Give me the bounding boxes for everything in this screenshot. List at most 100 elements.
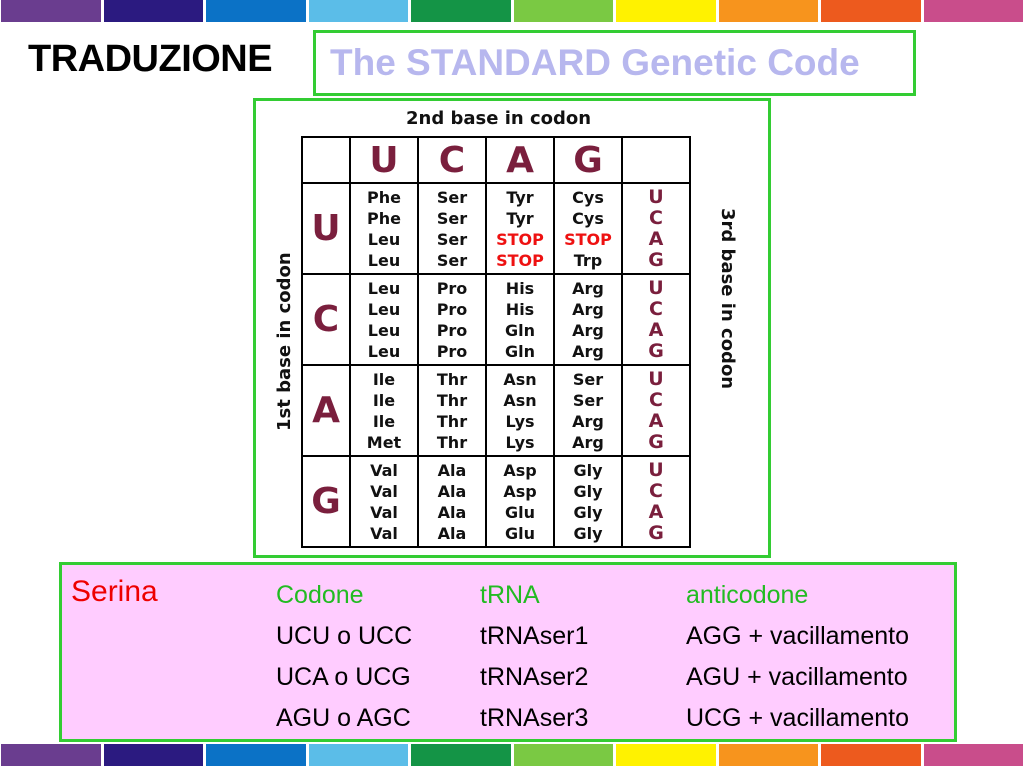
amino-acid-label: Ile	[372, 390, 396, 410]
info-row-1-trna: tRNAser1	[480, 622, 589, 650]
info-row-3-anticodon: UCG + vacillamento	[686, 704, 909, 732]
amino-acid-label: Pro	[436, 299, 468, 319]
third-base-label: A	[648, 227, 664, 250]
third-base-label: A	[648, 318, 664, 341]
amino-acid-label: Glu	[504, 502, 535, 522]
info-row-1-codon: UCU o UCC	[276, 622, 413, 650]
table-corner-cell	[301, 136, 351, 184]
color-stripe-segment	[411, 0, 511, 22]
third-base-label: U	[648, 276, 664, 299]
first-base-label: G	[301, 455, 351, 548]
color-stripe-segment	[513, 744, 613, 766]
amino-acid-label: Ala	[437, 523, 467, 543]
third-base-label: C	[649, 206, 663, 229]
first-base-label: A	[301, 364, 351, 457]
amino-acid-label: Val	[370, 502, 398, 522]
third-base-header-cell	[621, 136, 691, 184]
top-color-stripe	[0, 0, 1024, 22]
amino-acid-label: Glu	[504, 523, 535, 543]
third-base-label: U	[648, 458, 664, 481]
amino-acid-label: Val	[370, 523, 398, 543]
amino-acid-label: Ser	[572, 369, 604, 389]
axis-label-third-base: 3rd base in codon	[717, 208, 738, 390]
amino-acid-label: Arg	[572, 341, 604, 361]
color-stripe-segment	[1, 744, 101, 766]
amino-acid-label: Asn	[503, 390, 537, 410]
info-row-1-anticodon: AGG + vacillamento	[686, 622, 910, 650]
third-base-label: U	[648, 367, 664, 390]
amino-acid-label: Asp	[503, 460, 537, 480]
amino-acid-label: Lys	[505, 411, 535, 431]
color-stripe-segment	[616, 744, 716, 766]
amino-acid-label: Ile	[372, 411, 396, 431]
color-stripe-segment	[103, 744, 203, 766]
second-base-header: G	[553, 136, 623, 184]
third-base-label: G	[648, 521, 664, 544]
amino-acid-label: Arg	[572, 299, 604, 319]
info-row-2-trna: tRNAser2	[480, 663, 589, 691]
amino-acid-label: Leu	[367, 278, 401, 298]
amino-acid-label: Lys	[505, 432, 535, 452]
amino-acid-label: Pro	[436, 278, 468, 298]
serine-info-box: Serina Codone tRNA anticodone UCU o UCC …	[59, 562, 957, 742]
amino-acid-label: His	[505, 299, 535, 319]
color-stripe-segment	[308, 744, 408, 766]
color-stripe-segment	[206, 0, 306, 22]
amino-acid-label: Ser	[436, 208, 468, 228]
first-base-label: U	[301, 182, 351, 275]
stop-codon-label: STOP	[496, 229, 544, 249]
amino-acid-label: Phe	[367, 208, 401, 228]
color-stripe-segment	[206, 744, 306, 766]
amino-acid-label: Gly	[573, 523, 603, 543]
amino-acid-label: Arg	[572, 432, 604, 452]
third-base-label: G	[648, 248, 664, 271]
amino-acid-label: Ala	[437, 481, 467, 501]
color-stripe-segment	[1, 0, 101, 22]
subtitle-text: The STANDARD Genetic Code	[330, 42, 860, 83]
amino-acid-label: Ser	[572, 390, 604, 410]
info-row-2-anticodon: AGU + vacillamento	[686, 663, 908, 691]
color-stripe-segment	[103, 0, 203, 22]
color-stripe-segment	[718, 0, 818, 22]
subtitle-box: The STANDARD Genetic Code	[313, 30, 916, 96]
amino-acid-label: Pro	[436, 341, 468, 361]
amino-acid-label: Ser	[436, 250, 468, 270]
first-base-label: C	[301, 273, 351, 366]
color-stripe-segment	[513, 0, 613, 22]
color-stripe-segment	[923, 0, 1023, 22]
info-header-codone: Codone	[276, 581, 364, 609]
color-stripe-segment	[923, 744, 1023, 766]
amino-acid-label: Thr	[436, 390, 468, 410]
info-header-anticodone: anticodone	[686, 581, 809, 609]
amino-acid-label: Thr	[436, 411, 468, 431]
info-row-3-trna: tRNAser3	[480, 704, 589, 732]
amino-acid-label: Leu	[367, 299, 401, 319]
amino-acid-label: Ile	[372, 369, 396, 389]
amino-acid-label: Ala	[437, 502, 467, 522]
third-base-label: A	[648, 409, 664, 432]
amino-acid-label: Leu	[367, 229, 401, 249]
amino-acid-label: Ala	[437, 460, 467, 480]
color-stripe-segment	[411, 744, 511, 766]
third-base-label: G	[648, 339, 664, 362]
page-title: TRADUZIONE	[28, 38, 273, 80]
amino-acid-label: Thr	[436, 369, 468, 389]
